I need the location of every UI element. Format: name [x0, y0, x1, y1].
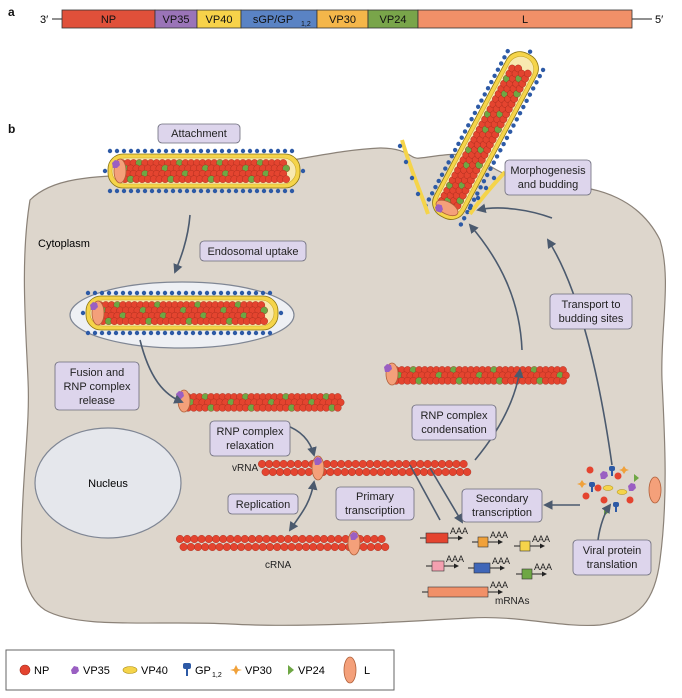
- flow-arrows: [139, 203, 613, 541]
- svg-text:sGP/GP: sGP/GP: [253, 14, 293, 26]
- label-rnp-condensation: RNP complex condensation: [411, 404, 497, 441]
- svg-text:translation: translation: [587, 559, 638, 571]
- svg-text:AAA: AAA: [490, 580, 508, 590]
- virion-endosome: [80, 290, 284, 336]
- svg-text:Attachment: Attachment: [171, 128, 227, 140]
- svg-text:VP40: VP40: [206, 14, 233, 26]
- legend-gp-icon: [183, 663, 191, 676]
- svg-text:Morphogenesis: Morphogenesis: [510, 165, 586, 177]
- gene-np: NP: [61, 9, 156, 29]
- nucleus-label: Nucleus: [88, 478, 128, 490]
- svg-text:release: release: [79, 395, 115, 407]
- label-secondary-transcription: Secondary transcription: [461, 488, 543, 523]
- legend-vp30-label: VP30: [245, 665, 272, 677]
- svg-text:Transport to: Transport to: [562, 299, 621, 311]
- vrna-strand: [258, 455, 472, 481]
- svg-text:Fusion and: Fusion and: [70, 367, 124, 379]
- legend-np-label: NP: [34, 665, 49, 677]
- svg-text:AAA: AAA: [532, 534, 550, 544]
- svg-text:Secondary: Secondary: [476, 493, 529, 505]
- legend-gp-subscript: 1,2: [212, 672, 222, 679]
- mrna-transcript: AAA: [426, 554, 464, 572]
- label-transport-budding: Transport to budding sites: [549, 293, 633, 330]
- svg-text:transcription: transcription: [472, 507, 532, 519]
- svg-text:Endosomal uptake: Endosomal uptake: [207, 246, 298, 258]
- mrna-transcript: AAA: [514, 534, 550, 552]
- legend: NP VP35 VP40 GP 1,2 VP30 VP24 L: [5, 649, 395, 691]
- protein-cluster: [577, 466, 662, 516]
- legend-vp30-icon: [230, 665, 242, 675]
- crna-strand: [175, 530, 390, 556]
- genome-5-prime-end: 5′: [655, 14, 663, 26]
- gene-vp35: VP35: [154, 9, 198, 29]
- legend-vp35-label: VP35: [83, 665, 110, 677]
- svg-text:RNP complex: RNP complex: [63, 381, 131, 393]
- label-endosomal-uptake: Endosomal uptake: [199, 240, 307, 262]
- svg-text:VP35: VP35: [163, 14, 190, 26]
- mrna-transcript: AAA: [468, 556, 510, 574]
- svg-text:L: L: [522, 14, 528, 26]
- legend-l-icon: [343, 656, 357, 684]
- label-fusion-release: Fusion and RNP complex release: [54, 361, 140, 411]
- label-morphogenesis-budding: Morphogenesis and budding: [504, 159, 592, 196]
- cytoplasm-label: Cytoplasm: [38, 238, 90, 250]
- nucleus: [34, 427, 182, 539]
- genome-map: 3′ 5′ NP VP35 VP40 sGP/GP 1,2 VP30 VP24 L: [40, 9, 663, 29]
- svg-text:RNP complex: RNP complex: [420, 410, 488, 422]
- svg-text:VP24: VP24: [380, 14, 407, 26]
- legend-vp35-icon: [71, 666, 79, 674]
- svg-text:Viral protein: Viral protein: [583, 545, 642, 557]
- svg-text:transcription: transcription: [345, 505, 405, 517]
- gene-vp40: VP40: [196, 9, 242, 29]
- mrna-group: AAA AAA AAA AAA AAA AAA AAA: [420, 526, 552, 598]
- svg-text:AAA: AAA: [492, 556, 510, 566]
- gene-l: L: [417, 9, 633, 29]
- mrna-transcript: AAA: [516, 562, 552, 580]
- label-primary-transcription: Primary transcription: [335, 486, 415, 521]
- svg-text:RNP complex: RNP complex: [216, 426, 284, 438]
- svg-text:Replication: Replication: [236, 499, 290, 511]
- legend-vp40-icon: [122, 666, 138, 674]
- svg-text:condensation: condensation: [421, 424, 486, 436]
- crna-label: cRNA: [265, 560, 291, 571]
- panel-b-letter: b: [8, 122, 15, 136]
- svg-text:relaxation: relaxation: [226, 440, 274, 452]
- legend-gp-label: GP: [195, 665, 211, 677]
- rnp-released: [176, 389, 345, 413]
- svg-text:NP: NP: [101, 14, 116, 26]
- legend-np-icon: [19, 664, 31, 676]
- mrnas-label: mRNAs: [495, 596, 529, 607]
- label-replication: Replication: [227, 493, 299, 515]
- mrna-transcript: AAA: [420, 526, 468, 544]
- svg-text:VP30: VP30: [329, 14, 356, 26]
- mrna-transcript: AAA: [472, 530, 508, 548]
- virion-attachment: [102, 148, 306, 194]
- svg-text:and budding: and budding: [518, 179, 579, 191]
- svg-text:AAA: AAA: [534, 562, 552, 572]
- label-rnp-relaxation: RNP complex relaxation: [209, 420, 291, 457]
- svg-text:1,2: 1,2: [301, 21, 311, 28]
- legend-l-label: L: [364, 665, 370, 677]
- label-attachment: Attachment: [157, 123, 241, 144]
- svg-text:Primary: Primary: [356, 491, 394, 503]
- genome-genes: NP VP35 VP40 sGP/GP 1,2 VP30 VP24 L: [61, 9, 633, 29]
- gene-vp24: VP24: [367, 9, 419, 29]
- svg-text:budding sites: budding sites: [559, 313, 624, 325]
- gene-sgp-gp: sGP/GP 1,2: [240, 9, 318, 29]
- svg-text:AAA: AAA: [446, 554, 464, 564]
- legend-vp24-icon: [288, 665, 294, 675]
- mrna-transcript: AAA: [422, 580, 508, 598]
- legend-vp24-label: VP24: [298, 665, 325, 677]
- virion-budding: [397, 48, 546, 227]
- svg-text:AAA: AAA: [490, 530, 508, 540]
- gene-vp30: VP30: [316, 9, 369, 29]
- label-viral-protein-translation: Viral protein translation: [572, 539, 652, 576]
- svg-text:AAA: AAA: [450, 526, 468, 536]
- legend-vp40-label: VP40: [141, 665, 168, 677]
- panel-a-letter: a: [8, 5, 15, 19]
- genome-3-prime-end: 3′: [40, 14, 48, 26]
- vrna-label: vRNA: [232, 463, 258, 474]
